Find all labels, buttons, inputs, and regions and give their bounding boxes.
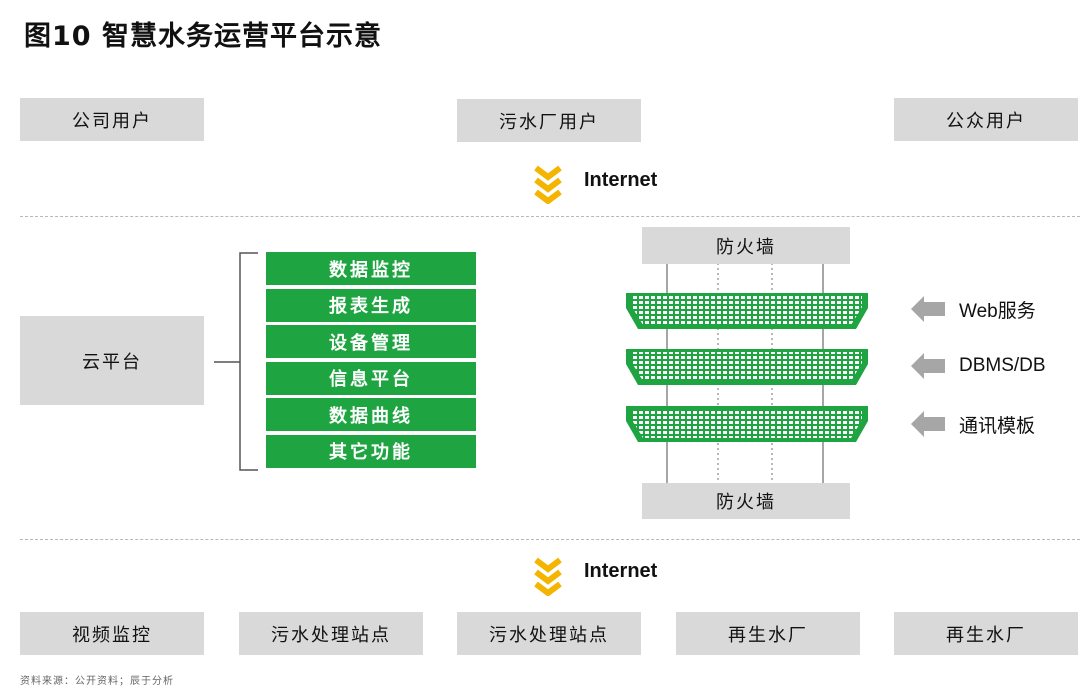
- site-label: 再生水厂: [728, 624, 808, 646]
- cloud-platform-box: 云平台: [20, 316, 204, 405]
- function-list: 数据监控 报表生成 设备管理 信息平台 数据曲线 其它功能: [266, 252, 476, 472]
- server-layer: [626, 293, 868, 329]
- firewall-bottom-box: [642, 483, 850, 519]
- function-item: 报表生成: [266, 288, 476, 322]
- reclaimed-water-plant-box: 再生水厂: [676, 612, 860, 655]
- service-label: DBMS/DB: [959, 355, 1046, 376]
- public-user-box: 公众用户: [894, 98, 1078, 141]
- function-item: 信息平台: [266, 361, 476, 395]
- public-user-label: 公众用户: [946, 110, 1026, 132]
- source-note: 资料来源：公开资料；辰于分析: [20, 676, 174, 687]
- function-item: 设备管理: [266, 325, 476, 359]
- internet-label-bottom: Internet: [584, 560, 658, 582]
- site-label: 视频监控: [72, 624, 152, 646]
- service-comm: 通讯模板: [911, 409, 1035, 439]
- firewall-bottom-label: 防火墙: [716, 492, 776, 513]
- service-label: Web服务: [959, 300, 1036, 322]
- sewage-site-box: 污水处理站点: [457, 612, 641, 655]
- chevron-down-icon: [534, 165, 562, 204]
- internet-label-top: Internet: [584, 169, 658, 191]
- chevron-down-icon: [534, 557, 562, 596]
- firewall-server-diagram: [626, 227, 868, 519]
- sewage-plant-user-box: 污水厂用户: [457, 99, 641, 142]
- arrow-left-icon: [911, 296, 945, 322]
- page-title: 图10 智慧水务运营平台示意: [24, 21, 382, 52]
- reclaimed-water-plant-box: 再生水厂: [894, 612, 1078, 655]
- server-layer: [626, 406, 868, 442]
- firewall-top-box: [642, 227, 850, 264]
- sewage-plant-user-label: 污水厂用户: [499, 111, 599, 133]
- sewage-site-box: 污水处理站点: [239, 612, 423, 655]
- bracket-connector: [214, 252, 258, 471]
- video-monitor-box: 视频监控: [20, 612, 204, 655]
- service-dbms: DBMS/DB: [911, 351, 1046, 381]
- site-label: 再生水厂: [946, 624, 1026, 646]
- function-item: 其它功能: [266, 434, 476, 468]
- arrow-left-icon: [911, 411, 945, 437]
- site-label: 污水处理站点: [489, 624, 609, 646]
- function-item: 数据监控: [266, 252, 476, 285]
- function-item: 数据曲线: [266, 398, 476, 432]
- service-web: Web服务: [911, 294, 1036, 324]
- company-user-label: 公司用户: [72, 110, 152, 132]
- company-user-box: 公司用户: [20, 98, 204, 141]
- firewall-top-label: 防火墙: [716, 236, 776, 258]
- divider-top: [20, 216, 1080, 217]
- divider-bottom: [20, 539, 1080, 540]
- arrow-left-icon: [911, 353, 945, 379]
- site-label: 污水处理站点: [271, 624, 391, 646]
- service-label: 通讯模板: [959, 414, 1036, 437]
- cloud-platform-label: 云平台: [82, 351, 142, 373]
- server-layer: [626, 349, 868, 385]
